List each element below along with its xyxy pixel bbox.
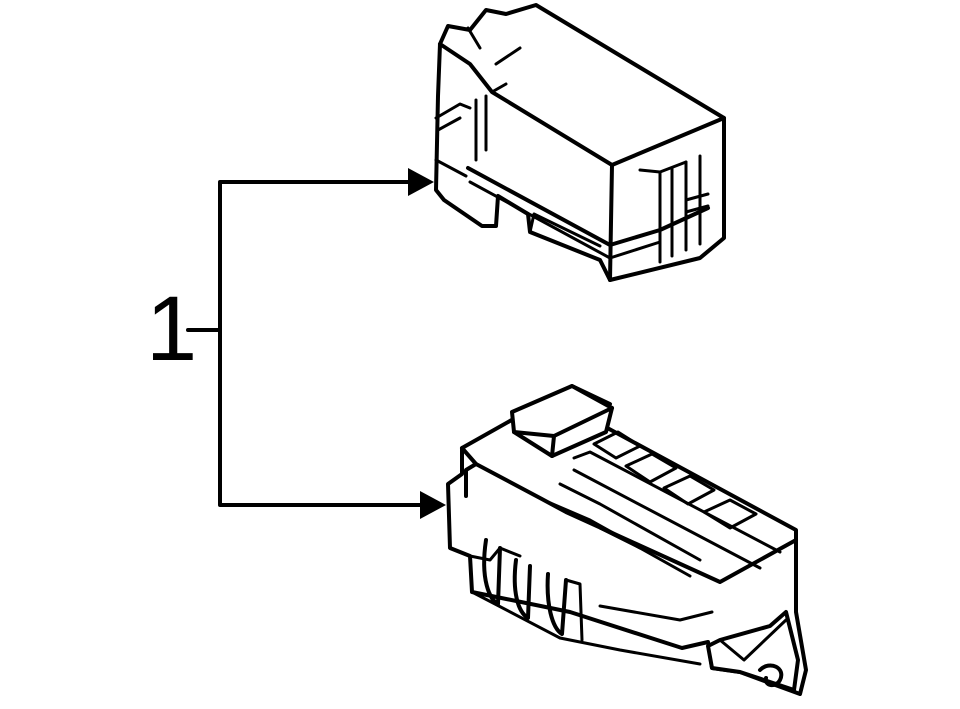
arrow-to-box xyxy=(420,491,446,519)
fuse-slots xyxy=(546,430,782,578)
cover xyxy=(434,3,726,282)
callout-bracket xyxy=(218,180,422,507)
arrow-to-cover xyxy=(408,168,434,196)
fuse-relay-box xyxy=(446,384,808,696)
callout: 1 xyxy=(146,168,446,519)
